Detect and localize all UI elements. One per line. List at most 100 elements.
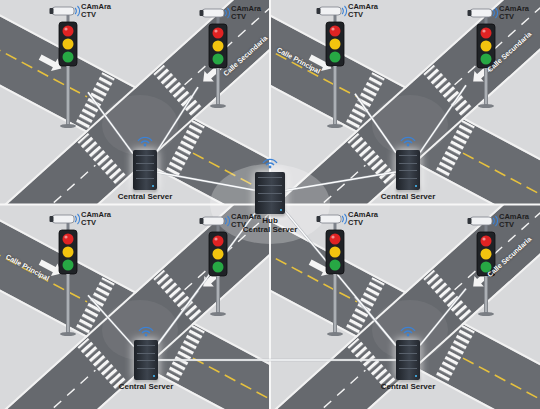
server-label-group: Central Server — [119, 382, 174, 391]
pole-base — [60, 332, 76, 336]
camera-label-group: CAmAra CTV — [348, 211, 380, 227]
signal-arc — [228, 216, 230, 226]
central-server: Central Server — [134, 340, 158, 380]
server-slot — [258, 201, 282, 202]
camera-lens — [200, 10, 204, 16]
red-lamp — [330, 26, 341, 37]
yellow-lamp — [330, 247, 341, 258]
server-slot — [399, 178, 417, 179]
status-led — [280, 209, 282, 211]
camera-lens — [317, 8, 321, 14]
light-housing — [59, 230, 77, 274]
server-slot — [399, 353, 417, 354]
green-lamp — [63, 260, 74, 271]
traffic-light-node: CAmAra CTV — [198, 6, 238, 106]
server-label-group: Central Server — [381, 192, 436, 201]
link-shadow — [158, 213, 255, 344]
signal-arc — [75, 216, 76, 222]
network-link — [88, 92, 133, 153]
link-shadow — [285, 172, 396, 191]
central-server: Central Server — [396, 340, 420, 380]
signal-dot — [144, 144, 147, 147]
camera-label-group: CAmAra CTV — [81, 3, 113, 19]
signal-arc — [345, 214, 347, 224]
link-shadow — [88, 295, 134, 346]
server-slot — [136, 163, 154, 164]
server-slot — [258, 193, 282, 194]
link-shadow — [158, 359, 396, 362]
central-server: Central Server — [133, 150, 157, 190]
camera-label-group: CAmAra CTV — [81, 211, 113, 227]
link-line — [88, 295, 134, 346]
signal-arc — [342, 216, 343, 222]
network-link — [420, 85, 466, 152]
light-housing — [209, 232, 227, 276]
yellow-lamp — [330, 39, 341, 50]
network-link — [355, 94, 396, 153]
server-slot — [136, 155, 154, 156]
server-slot — [137, 353, 155, 354]
link-line — [88, 92, 133, 153]
link-line — [420, 85, 466, 152]
camera-label: CAmAra CTV — [231, 5, 263, 21]
camera-lens — [50, 8, 54, 14]
link-shadow — [285, 211, 396, 345]
link-line — [420, 289, 466, 346]
light-pole — [333, 274, 337, 334]
cctv-camera — [470, 217, 492, 225]
signal-arc — [496, 8, 498, 18]
pole-base — [327, 124, 343, 128]
signal-arc — [142, 331, 150, 333]
camera-lens — [468, 218, 472, 224]
camera-label-group: CAmAra CTV — [499, 213, 531, 229]
server-slot — [258, 177, 282, 178]
link-shadow — [420, 85, 466, 152]
server-label-group: Central Server — [118, 192, 173, 201]
signal-arc — [401, 327, 415, 331]
red-lamp — [213, 28, 224, 39]
status-led — [153, 375, 155, 377]
central-server: Central Server — [396, 150, 420, 190]
cctv-camera — [52, 215, 74, 223]
light-pole — [484, 68, 488, 106]
signal-arc — [78, 6, 80, 16]
lamp-glint — [482, 29, 485, 32]
wireless-signal — [400, 325, 416, 337]
signal-dot — [407, 334, 410, 337]
camera-lens — [468, 10, 472, 16]
cctv-camera — [319, 7, 341, 15]
camera-label-group: CAmAra CTV — [348, 3, 380, 19]
signal-dot — [269, 166, 272, 169]
light-pole — [216, 68, 220, 106]
lamp-glint — [64, 27, 67, 30]
signal-arc — [75, 8, 76, 14]
hub-server: HubCentral Server — [255, 172, 285, 214]
pole-base — [210, 312, 226, 316]
link-line — [355, 94, 396, 153]
signal-arc — [404, 331, 412, 333]
camera-label-group: CAmAra CTV — [231, 213, 263, 229]
cctv-camera — [52, 7, 74, 15]
link-shadow — [420, 289, 466, 346]
signal-arc — [228, 8, 230, 18]
link-shadow — [157, 172, 255, 190]
lamp-glint — [214, 237, 217, 240]
pole-base — [478, 312, 494, 316]
signal-arc — [345, 6, 347, 16]
server-slot — [399, 345, 417, 346]
status-led — [152, 185, 154, 187]
signal-arc — [401, 137, 415, 141]
signal-arc — [342, 8, 343, 14]
signal-arc — [225, 10, 226, 16]
status-led — [415, 185, 417, 187]
server-slot — [399, 163, 417, 164]
wireless-signal — [400, 135, 416, 147]
network-link — [420, 289, 466, 346]
server-label: Central Server — [118, 192, 173, 201]
server-slot — [399, 170, 417, 171]
link-line — [157, 172, 255, 190]
server-slot — [136, 178, 154, 179]
lamp-glint — [482, 237, 485, 240]
lamp-glint — [64, 235, 67, 238]
yellow-lamp — [63, 247, 74, 258]
